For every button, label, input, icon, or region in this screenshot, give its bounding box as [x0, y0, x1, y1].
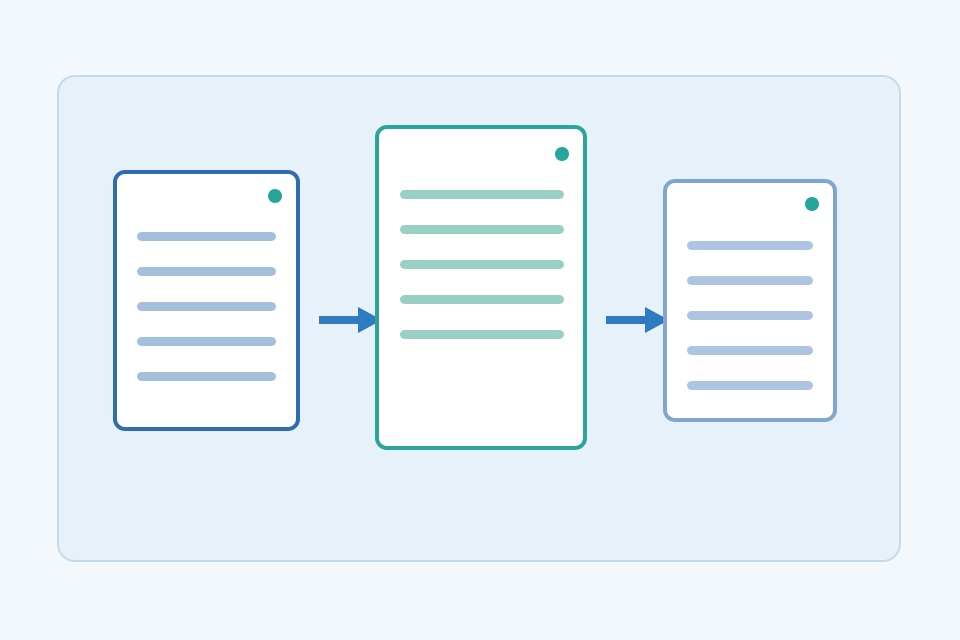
text-line-placeholder — [687, 311, 813, 320]
text-line-placeholder — [400, 225, 564, 234]
document-card-output — [663, 179, 837, 422]
right-arrow-icon — [319, 307, 382, 333]
text-line-placeholder — [137, 337, 276, 346]
document-card-source — [113, 170, 300, 431]
text-line-placeholder — [687, 381, 813, 390]
text-line-placeholder — [687, 346, 813, 355]
status-dot-icon — [268, 189, 282, 203]
text-line-placeholder — [687, 241, 813, 250]
text-line-placeholder — [400, 260, 564, 269]
status-dot-icon — [555, 147, 569, 161]
text-line-placeholder — [400, 190, 564, 199]
text-line-placeholder — [137, 267, 276, 276]
text-line-placeholder — [687, 276, 813, 285]
text-line-placeholder — [137, 302, 276, 311]
text-line-placeholder — [137, 232, 276, 241]
text-line-placeholder — [400, 295, 564, 304]
document-card-processing — [375, 125, 587, 450]
text-line-placeholder — [137, 372, 276, 381]
status-dot-icon — [805, 197, 819, 211]
right-arrow-icon — [606, 307, 669, 333]
text-line-placeholder — [400, 330, 564, 339]
